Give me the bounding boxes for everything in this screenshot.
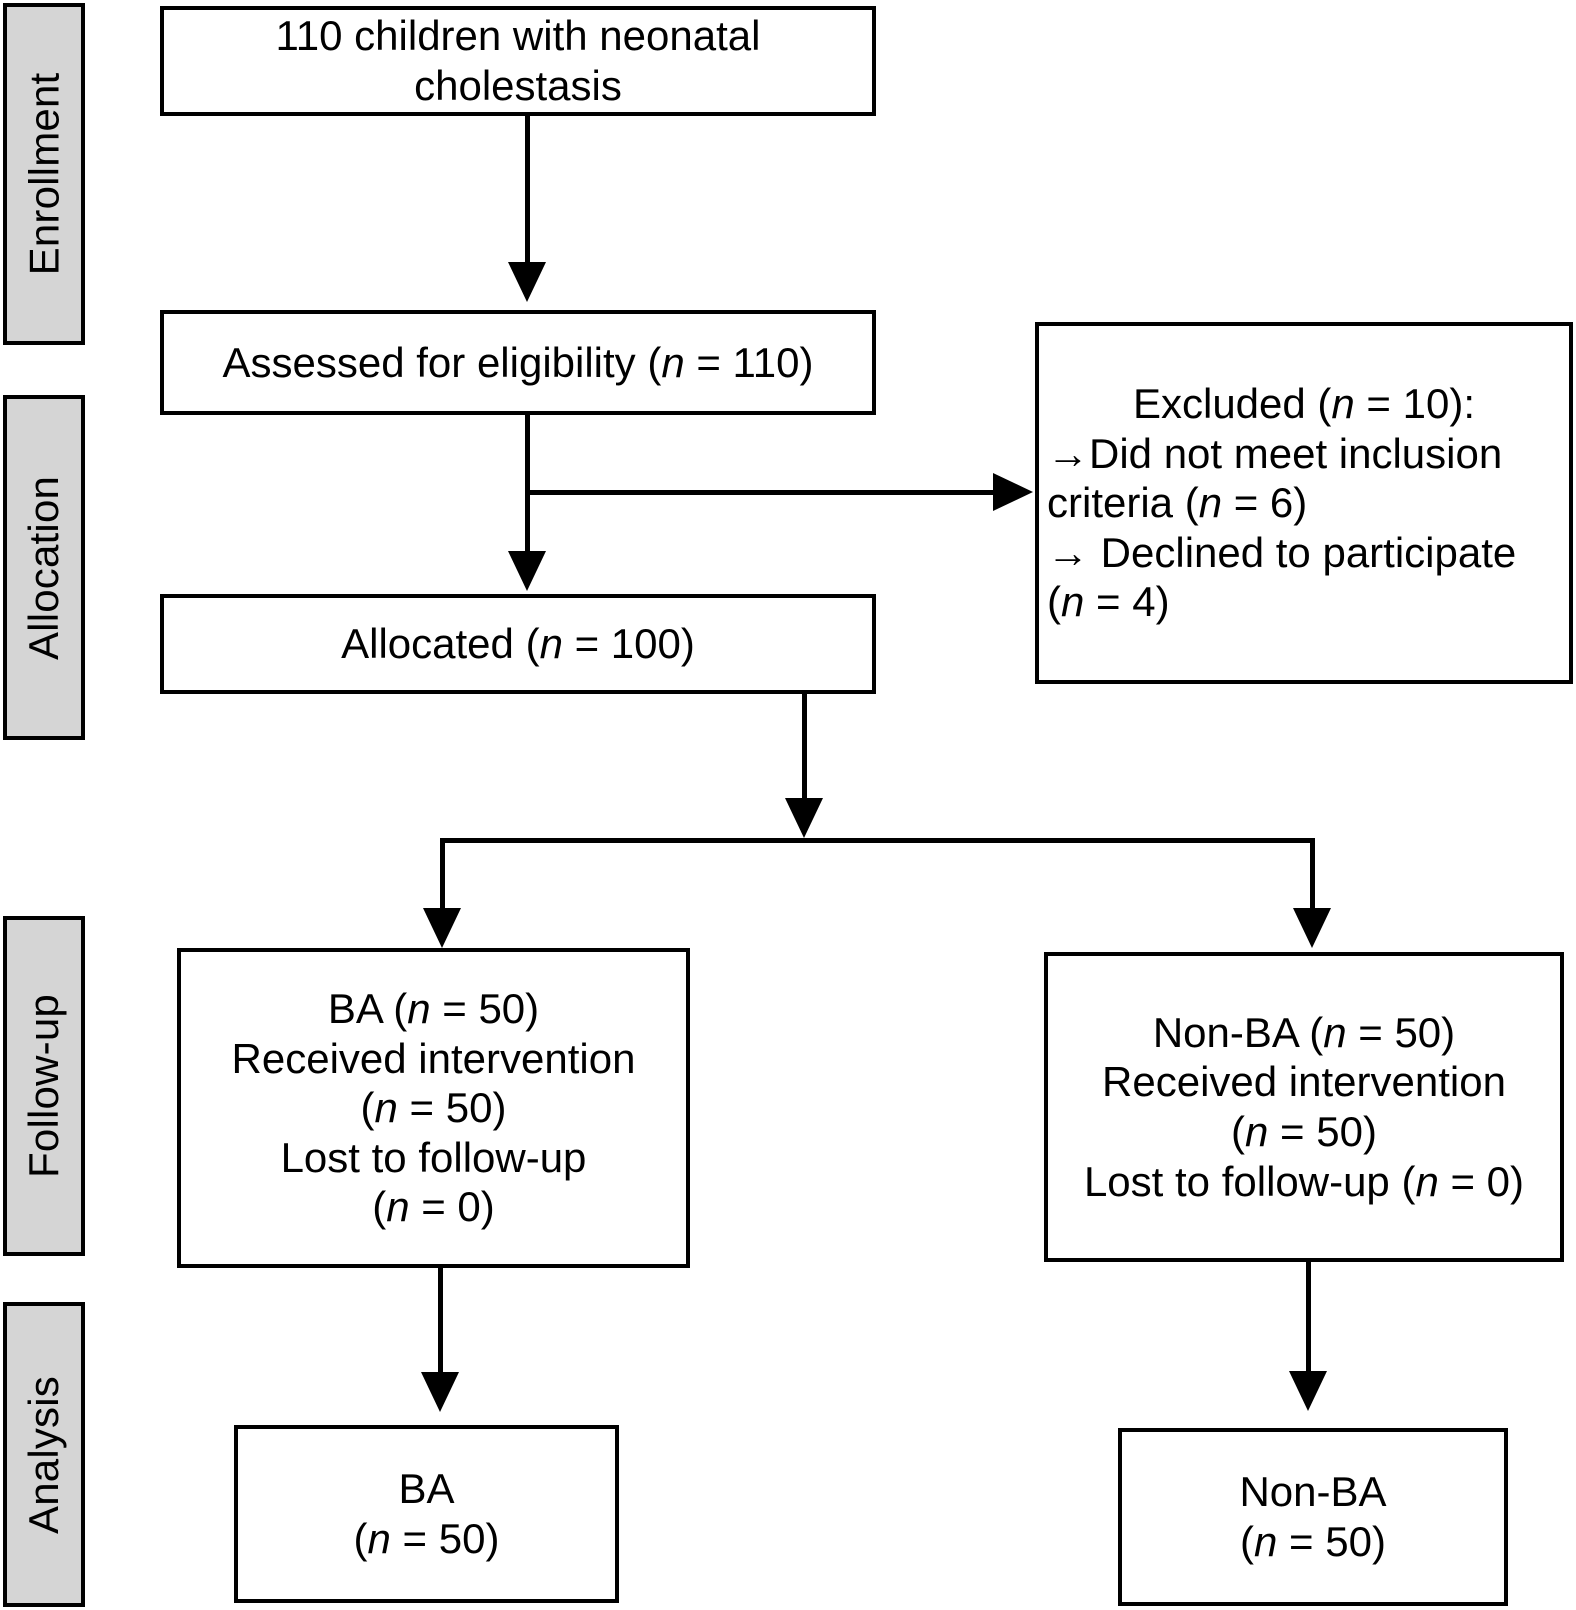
box-assessed-text: Assessed for eligibility (n = 110)	[215, 338, 822, 388]
analysis-nonba-l2-after: = 50)	[1277, 1518, 1386, 1565]
allocated-n-symbol: n	[539, 620, 563, 668]
arrow-assessed-to-allocated	[508, 551, 546, 591]
box-followup-nonba: Non-BA (n = 50) Received intervention (n…	[1044, 952, 1564, 1262]
excluded-reason-1-before: Did not meet inclusion criteria (	[1047, 429, 1503, 527]
followup-ba-l3-before: (	[360, 1084, 375, 1132]
followup-ba-line-5: (n = 0)	[232, 1182, 636, 1232]
connector-followup-nonba-to-analysis-nonba	[1306, 1262, 1311, 1372]
analysis-nonba-line-2: (n = 50)	[1239, 1517, 1386, 1567]
arrow-enrolled-to-assessed	[508, 262, 546, 302]
followup-ba-line-2: Received intervention	[231, 1034, 636, 1082]
box-analysis-nonba: Non-BA (n = 50)	[1118, 1428, 1508, 1606]
followup-nonba-l1-after: = 50)	[1346, 1008, 1456, 1056]
connector-assessed-to-allocated	[525, 415, 530, 555]
assessed-n-symbol: n	[661, 338, 685, 386]
followup-ba-l3-after: = 50)	[397, 1084, 507, 1132]
followup-ba-l1-after: = 50)	[430, 985, 540, 1033]
analysis-ba-l2-n: n	[367, 1515, 391, 1562]
excluded-reason-2-before: Declined to participate (	[1047, 528, 1517, 626]
allocated-text-after: = 100)	[562, 620, 695, 668]
followup-nonba-line-1: Non-BA (n = 50)	[1084, 1008, 1524, 1058]
excluded-heading: Excluded (n = 10):	[1047, 379, 1561, 429]
connector-split-to-followup-ba	[440, 838, 445, 913]
box-followup-ba-text: BA (n = 50) Received intervention (n = 5…	[224, 984, 644, 1232]
followup-nonba-l1-before: Non-BA (	[1152, 1008, 1324, 1056]
followup-ba-line-3: (n = 50)	[232, 1083, 636, 1133]
followup-nonba-l1-n: n	[1323, 1008, 1347, 1056]
excluded-reason-2: → Declined to participate (n = 4)	[1047, 528, 1561, 627]
excluded-heading-n: n	[1331, 380, 1355, 428]
stage-label-analysis-text: Analysis	[20, 1375, 67, 1534]
arrow-split-to-followup-ba	[423, 908, 461, 948]
followup-nonba-l4-before: Lost to follow-up (	[1083, 1157, 1416, 1205]
connector-split-to-followup-nonba	[1310, 838, 1315, 913]
box-enrollment-total-text: 110 children with neonatal cholestasis	[164, 11, 872, 110]
connector-allocated-to-split	[802, 694, 807, 799]
analysis-ba-line-2: (n = 50)	[354, 1514, 500, 1564]
followup-ba-l3-n: n	[374, 1084, 398, 1132]
excluded-reason-1-n: n	[1198, 479, 1223, 527]
stage-label-allocation: Allocation	[3, 395, 85, 740]
stage-label-analysis: Analysis	[3, 1302, 85, 1607]
stage-label-follow-up-text: Follow-up	[20, 994, 67, 1178]
assessed-text-before: Assessed for eligibility (	[222, 338, 662, 386]
followup-nonba-l3-n: n	[1245, 1108, 1269, 1155]
excluded-reason-2-after: = 4)	[1084, 578, 1170, 626]
followup-ba-l1-before: BA (	[327, 985, 408, 1033]
arrow-followup-ba-to-analysis-ba	[421, 1372, 459, 1412]
followup-ba-l5-after: = 0)	[409, 1183, 495, 1231]
followup-nonba-l3-before: (	[1231, 1108, 1246, 1155]
arrow-assessed-to-excluded	[993, 473, 1033, 511]
analysis-nonba-line-1: Non-BA	[1239, 1468, 1387, 1516]
stage-label-enrollment: Enrollment	[3, 3, 85, 345]
excluded-heading-before: Excluded (	[1132, 380, 1332, 428]
followup-ba-l1-n: n	[407, 985, 431, 1033]
excluded-reason-1-after: = 6)	[1222, 479, 1308, 527]
stage-label-enrollment-text: Enrollment	[20, 72, 68, 276]
connector-enrolled-to-assessed	[525, 116, 530, 266]
analysis-ba-l2-after: = 50)	[390, 1515, 500, 1562]
followup-ba-line-4: Lost to follow-up	[280, 1133, 587, 1181]
stage-label-follow-up: Follow-up	[3, 916, 85, 1256]
analysis-nonba-l2-n: n	[1254, 1518, 1278, 1565]
allocated-text-before: Allocated (	[341, 620, 540, 668]
box-followup-nonba-text: Non-BA (n = 50) Received intervention (n…	[1076, 1008, 1532, 1206]
box-allocated-text: Allocated (n = 100)	[333, 619, 703, 669]
analysis-ba-line-1: BA	[398, 1465, 455, 1513]
followup-nonba-line-2: Received intervention	[1102, 1058, 1506, 1106]
right-arrow-icon: →	[1047, 528, 1089, 576]
box-analysis-ba-text: BA (n = 50)	[346, 1464, 508, 1563]
excluded-reason-1: →Did not meet inclusion criteria (n = 6)	[1047, 429, 1561, 528]
box-allocated: Allocated (n = 100)	[160, 594, 876, 694]
excluded-reason-2-n: n	[1061, 578, 1085, 626]
followup-nonba-l4-n: n	[1415, 1157, 1439, 1205]
box-excluded: Excluded (n = 10): →Did not meet inclusi…	[1035, 322, 1573, 684]
followup-ba-l5-n: n	[386, 1183, 410, 1231]
box-excluded-text: Excluded (n = 10): →Did not meet inclusi…	[1039, 379, 1569, 627]
split-bar-allocation	[440, 838, 1315, 843]
followup-nonba-l3-after: = 50)	[1268, 1108, 1377, 1155]
box-assessed-for-eligibility: Assessed for eligibility (n = 110)	[160, 310, 876, 415]
stage-label-allocation-text: Allocation	[20, 475, 68, 660]
followup-ba-l5-before: (	[372, 1183, 387, 1231]
followup-ba-line-1: BA (n = 50)	[232, 984, 636, 1034]
right-arrow-icon: →	[1047, 429, 1089, 477]
enrollment-total-line: 110 children with neonatal cholestasis	[275, 12, 761, 109]
followup-nonba-line-4: Lost to follow-up (n = 0)	[1084, 1157, 1524, 1207]
analysis-nonba-l2-before: (	[1240, 1518, 1255, 1565]
arrow-followup-nonba-to-analysis-nonba	[1289, 1371, 1327, 1411]
connector-followup-ba-to-analysis-ba	[438, 1268, 443, 1373]
followup-nonba-line-3: (n = 50)	[1084, 1107, 1524, 1157]
box-analysis-nonba-text: Non-BA (n = 50)	[1231, 1467, 1394, 1566]
arrow-split-to-followup-nonba	[1293, 908, 1331, 948]
connector-assessed-to-excluded	[525, 490, 995, 495]
excluded-heading-after: = 10):	[1354, 380, 1476, 428]
assessed-text-after: = 110)	[684, 338, 814, 386]
arrow-allocated-to-split	[785, 798, 823, 838]
followup-nonba-l4-after: = 0)	[1438, 1157, 1525, 1205]
box-followup-ba: BA (n = 50) Received intervention (n = 5…	[177, 948, 690, 1268]
analysis-ba-l2-before: (	[353, 1515, 368, 1562]
box-analysis-ba: BA (n = 50)	[234, 1425, 619, 1603]
box-enrollment-total: 110 children with neonatal cholestasis	[160, 6, 876, 116]
